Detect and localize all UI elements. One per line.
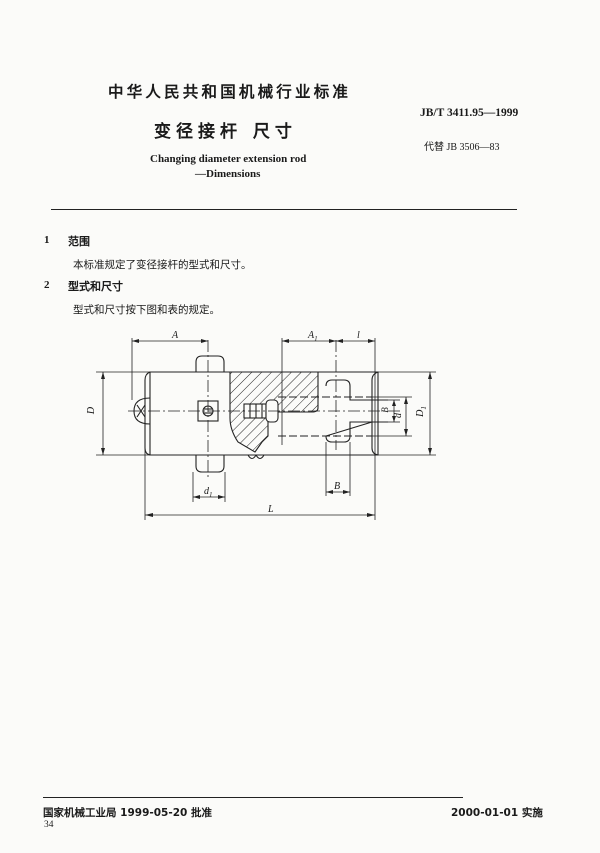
section-2-body: 型式和尺寸按下图和表的规定。 (73, 304, 220, 316)
dim-label-d1: d1 (204, 486, 213, 499)
dim-label-l: l (357, 330, 360, 341)
dim-label-A1-sub: 1 (314, 335, 318, 343)
dim-label-A1: A1 (308, 330, 318, 343)
document-title-cn: 变径接杆 尺寸 (154, 122, 297, 142)
dim-label-D1: D1 (415, 406, 428, 417)
replaces-standard: 代替 JB 3506—83 (424, 142, 500, 153)
section-1-title: 范围 (68, 235, 90, 248)
dim-label-A: A (172, 330, 179, 341)
page-number: 34 (44, 820, 54, 830)
document-title-en: Changing diameter extension rod (150, 153, 307, 165)
section-2-title: 型式和尺寸 (68, 280, 123, 293)
dim-label-B: B (334, 481, 341, 492)
standard-number: JB/T 3411.95—1999 (420, 107, 519, 119)
dim-label-D1-sub: 1 (419, 406, 428, 410)
dim-label-L: L (268, 504, 274, 515)
approval-info: 国家机械工业局 1999-05-20 批准 (43, 807, 212, 819)
dim-label-d1-main: d (204, 486, 209, 497)
dim-label-d: d (393, 413, 404, 418)
section-1-body: 本标准规定了变径接杆的型式和尺寸。 (73, 259, 252, 271)
dim-label-B-vertical: B (379, 407, 390, 413)
dim-label-D: D (86, 406, 98, 415)
dim-label-d1-sub: 1 (209, 491, 213, 499)
issuing-organization: 中华人民共和国机械行业标准 (108, 83, 352, 101)
section-1-number: 1 (44, 234, 50, 246)
dim-label-A1-main: A (308, 330, 315, 341)
footer-divider (43, 797, 463, 799)
dim-label-D1-main: D (414, 409, 426, 417)
document-subtitle-en: —Dimensions (195, 168, 261, 180)
header-divider (51, 209, 517, 211)
implementation-date: 2000-01-01 实施 (451, 807, 543, 819)
section-2-number: 2 (44, 279, 50, 291)
